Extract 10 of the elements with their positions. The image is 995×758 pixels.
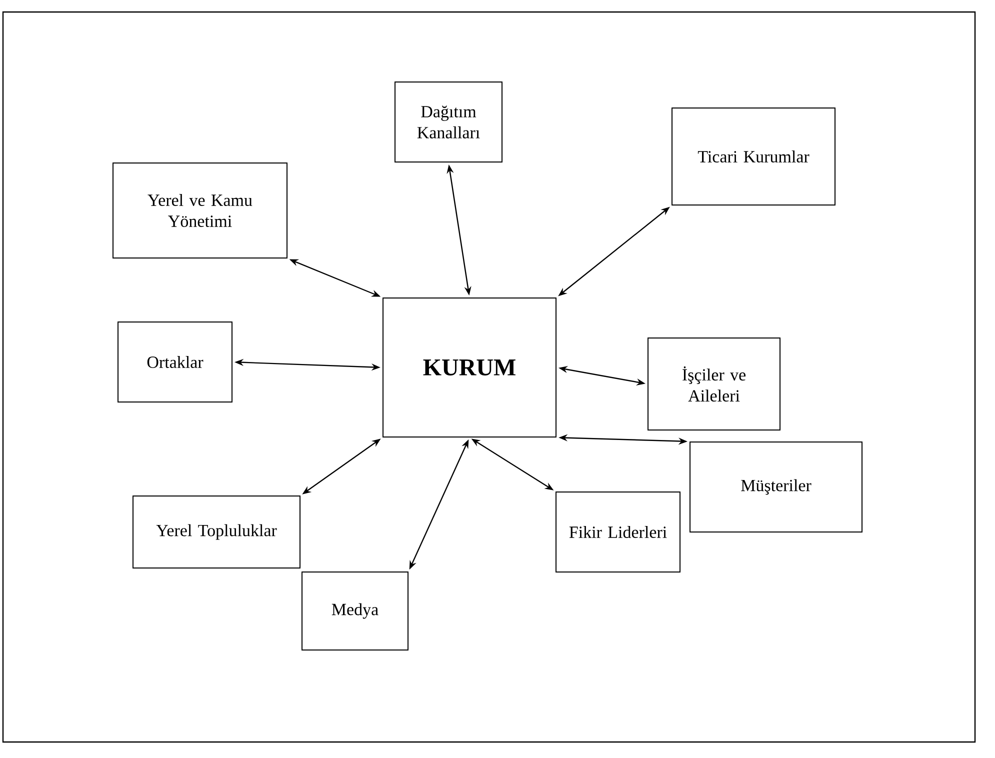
stakeholder-box: Ortaklar	[118, 322, 232, 402]
stakeholder-box: Müşteriler	[690, 442, 862, 532]
stakeholder-box: Medya	[302, 572, 408, 650]
stakeholder-box: Yerel ve Kamu Yönetimi	[112, 162, 288, 258]
stakeholder-box: Ticari Kurumlar	[672, 108, 836, 206]
center-box: KURUM	[382, 298, 556, 438]
stakeholder-box: Fikir Liderleri	[556, 492, 680, 572]
stakeholder-box: Yerel Topluluklar	[132, 496, 300, 568]
stakeholder-box: Dağıtım Kanalları	[394, 82, 502, 162]
stakeholder-box: İşçiler ve Aileleri	[648, 338, 780, 430]
